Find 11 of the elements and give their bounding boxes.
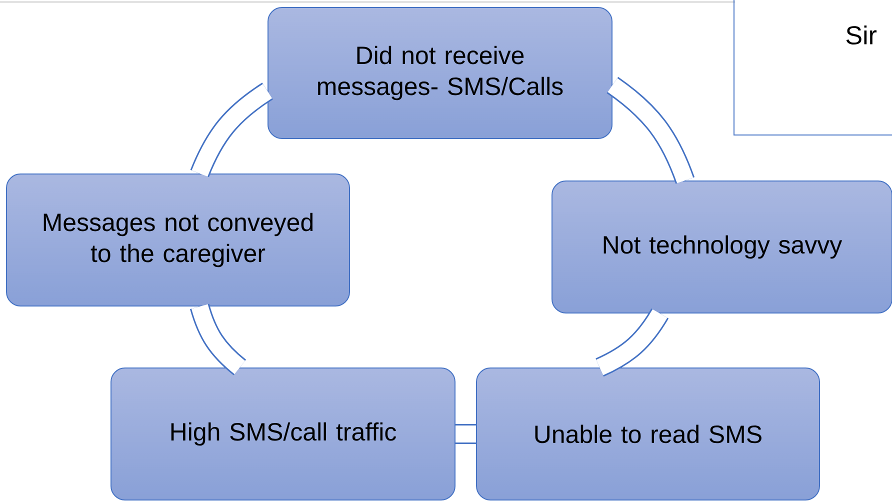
process-box: Unable to read SMS — [476, 367, 820, 500]
ring-connector — [595, 308, 669, 377]
ring-connector — [190, 82, 274, 178]
text-box: Sir — [734, 0, 892, 136]
process-box: Messages not conveyed to the caregiver — [6, 173, 350, 306]
ring-connector — [606, 76, 694, 184]
process-box: Not technology savvy — [552, 180, 892, 314]
ring-connector — [190, 304, 246, 376]
process-box: Did not receive messages- SMS/Calls — [268, 7, 612, 139]
process-box: High SMS/call traffic — [110, 367, 456, 500]
ring-connector — [456, 424, 476, 444]
